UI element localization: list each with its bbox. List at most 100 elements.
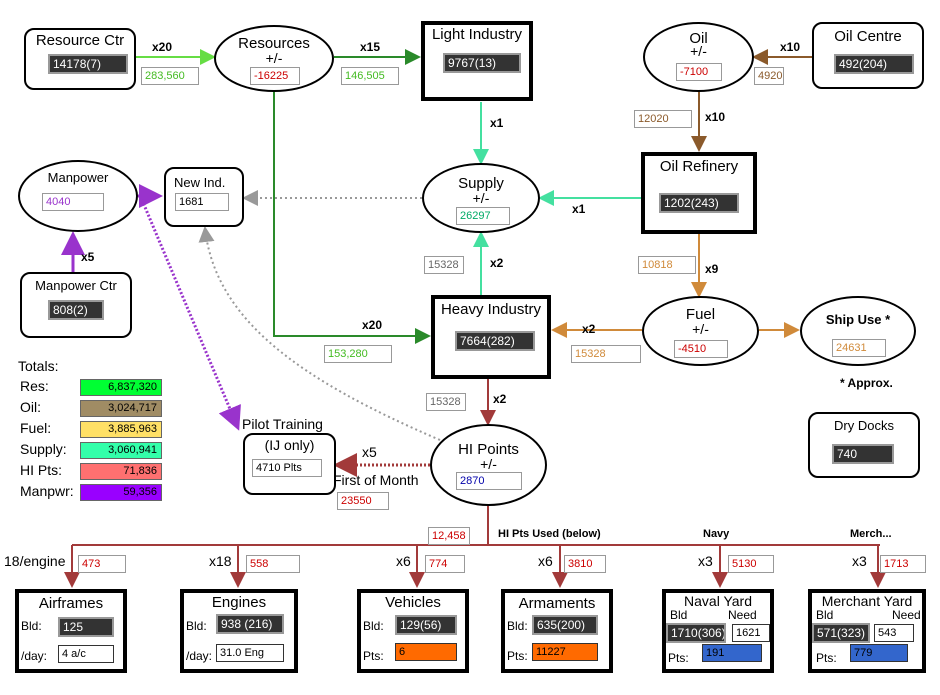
flow-hi-hipts-value: 15328 bbox=[426, 393, 466, 411]
vehicles-pts-value: 6 bbox=[395, 643, 457, 661]
armaments-pts-label: Pts: bbox=[507, 649, 528, 663]
merchant-mult: x3 bbox=[852, 553, 867, 569]
armaments-flow: 3810 bbox=[564, 555, 606, 573]
fuel-sub: +/- bbox=[692, 321, 709, 337]
pilot-training-value: 4710 Plts bbox=[252, 459, 322, 477]
flow-oil-ref-value: 12020 bbox=[634, 110, 692, 128]
oil-node: Oil +/- bbox=[643, 22, 754, 92]
airframes-flow: 473 bbox=[78, 555, 126, 573]
totals-row-label: Oil: bbox=[20, 399, 41, 415]
hi-used-label: HI Pts Used (below) bbox=[498, 528, 601, 540]
flow-oil-ref-mult: x10 bbox=[705, 110, 726, 124]
fuel-title: Fuel bbox=[685, 306, 716, 323]
light-industry-value: 9767(13) bbox=[443, 53, 521, 73]
flow-oc-oil-value: 4920 bbox=[754, 67, 784, 85]
naval-bld-value: 1710(306) bbox=[666, 623, 726, 643]
flow-li-supply-mult: x1 bbox=[490, 116, 504, 130]
naval-mult: x3 bbox=[698, 553, 713, 569]
engines-day-value: 31.0 Eng bbox=[216, 644, 284, 662]
flow-ref-fuel-value: 10818 bbox=[638, 256, 696, 274]
new-ind-value: 1681 bbox=[175, 193, 229, 211]
airframes-day-label: /day: bbox=[21, 649, 48, 663]
flow-res-hi-mult: x20 bbox=[362, 318, 383, 332]
resources-title: Resources bbox=[238, 35, 310, 52]
flow-rc-res-mult: x20 bbox=[152, 40, 173, 54]
flow-fuel-hi-mult: x2 bbox=[582, 322, 596, 336]
dry-docks-title: Dry Docks bbox=[834, 418, 894, 433]
vehicles-mult: x6 bbox=[396, 553, 411, 569]
airframes-bld-value: 125 bbox=[58, 617, 114, 637]
flow-hi-supply-value: 15328 bbox=[424, 256, 464, 274]
hi-points-title: HI Points bbox=[458, 441, 519, 458]
fuel-value: -4510 bbox=[674, 340, 728, 358]
manpower-value: 4040 bbox=[42, 193, 104, 211]
merch-group-label: Merch... bbox=[850, 528, 892, 540]
resources-sub: +/- bbox=[265, 50, 283, 66]
totals-row-value: 59,356 bbox=[80, 484, 162, 501]
oil-refinery-title: Oil Refinery bbox=[659, 158, 739, 175]
flow-mc-mp-mult: x5 bbox=[81, 250, 95, 264]
totals-row-value: 6,837,320 bbox=[80, 379, 162, 396]
resources-value: -16225 bbox=[250, 67, 300, 85]
supply-title: Supply bbox=[458, 175, 504, 192]
oil-centre-title: Oil Centre bbox=[834, 28, 902, 45]
vehicles-pts-label: Pts: bbox=[363, 649, 384, 663]
totals-row-value: 3,024,717 bbox=[80, 400, 162, 417]
new-ind-title: New Ind. bbox=[174, 175, 226, 190]
merchant-yard-title: Merchant Yard bbox=[821, 593, 913, 609]
vehicles-title: Vehicles bbox=[385, 594, 441, 611]
naval-bld-label: Bld bbox=[670, 608, 688, 622]
merchant-need-value: 543 bbox=[874, 624, 914, 642]
pilot-training-sub: (IJ only) bbox=[264, 437, 315, 453]
totals-row-label: HI Pts: bbox=[20, 462, 63, 478]
airframes-mult: 18/engine bbox=[4, 553, 66, 569]
flow-rc-res-value: 283,560 bbox=[141, 67, 199, 85]
oil-centre-value: 492(204) bbox=[834, 54, 914, 74]
naval-pts-label: Pts: bbox=[668, 651, 689, 665]
oil-title: Oil bbox=[689, 30, 708, 47]
engines-bld-value: 938 (216) bbox=[216, 614, 284, 634]
naval-need-label: Need bbox=[728, 608, 757, 622]
first-of-month-value: 23550 bbox=[337, 492, 389, 510]
supply-sub: +/- bbox=[472, 190, 490, 206]
light-industry-title: Light Industry bbox=[431, 26, 523, 43]
navy-group-label: Navy bbox=[703, 528, 730, 540]
pilot-training-title: Pilot Training bbox=[242, 416, 323, 432]
armaments-bld-value: 635(200) bbox=[532, 615, 598, 635]
totals-row-label: Manpwr: bbox=[20, 483, 74, 499]
engines-flow: 558 bbox=[246, 555, 300, 573]
resource-ctr-title: Resource Ctr bbox=[35, 32, 125, 49]
merchant-bld-label: Bld bbox=[816, 608, 834, 622]
totals-header: Totals: bbox=[18, 358, 59, 374]
engines-title: Engines bbox=[211, 594, 267, 611]
resources-node: Resources +/- bbox=[214, 25, 334, 92]
armaments-pts-value: 11227 bbox=[532, 643, 598, 661]
merchant-flow: 1713 bbox=[880, 555, 926, 573]
vehicles-bld-label: Bld: bbox=[363, 619, 384, 633]
flow-fuel-hi-value: 15328 bbox=[571, 345, 641, 363]
engines-bld-label: Bld: bbox=[186, 619, 207, 633]
hi-used-value: 12,458 bbox=[428, 527, 470, 545]
flow-ref-supply-mult: x1 bbox=[572, 202, 586, 216]
airframes-bld-label: Bld: bbox=[21, 619, 42, 633]
totals-row-value: 71,836 bbox=[80, 463, 162, 480]
flow-hipts-pilot-mult: x5 bbox=[362, 444, 377, 460]
vehicles-bld-value: 129(56) bbox=[395, 615, 457, 635]
flow-res-li-mult: x15 bbox=[360, 40, 381, 54]
resource-ctr-value: 14178(7) bbox=[48, 54, 128, 74]
merchant-need-label: Need bbox=[892, 608, 921, 622]
naval-yard-title: Naval Yard bbox=[684, 593, 752, 609]
ship-use-title: Ship Use * bbox=[825, 312, 891, 327]
naval-pts-value: 191 bbox=[702, 644, 762, 662]
flow-hi-supply-mult: x2 bbox=[490, 256, 504, 270]
flow-res-li-value: 146,505 bbox=[341, 67, 399, 85]
flow-res-hi-value: 153,280 bbox=[324, 345, 392, 363]
first-of-month-label: First of Month bbox=[333, 472, 419, 488]
oil-refinery-value: 1202(243) bbox=[659, 193, 739, 213]
totals-row-value: 3,060,941 bbox=[80, 442, 162, 459]
merchant-pts-label: Pts: bbox=[816, 651, 837, 665]
naval-need-value: 1621 bbox=[732, 624, 770, 642]
heavy-industry-title: Heavy Industry bbox=[440, 301, 542, 318]
flow-oc-oil-mult: x10 bbox=[780, 40, 801, 54]
